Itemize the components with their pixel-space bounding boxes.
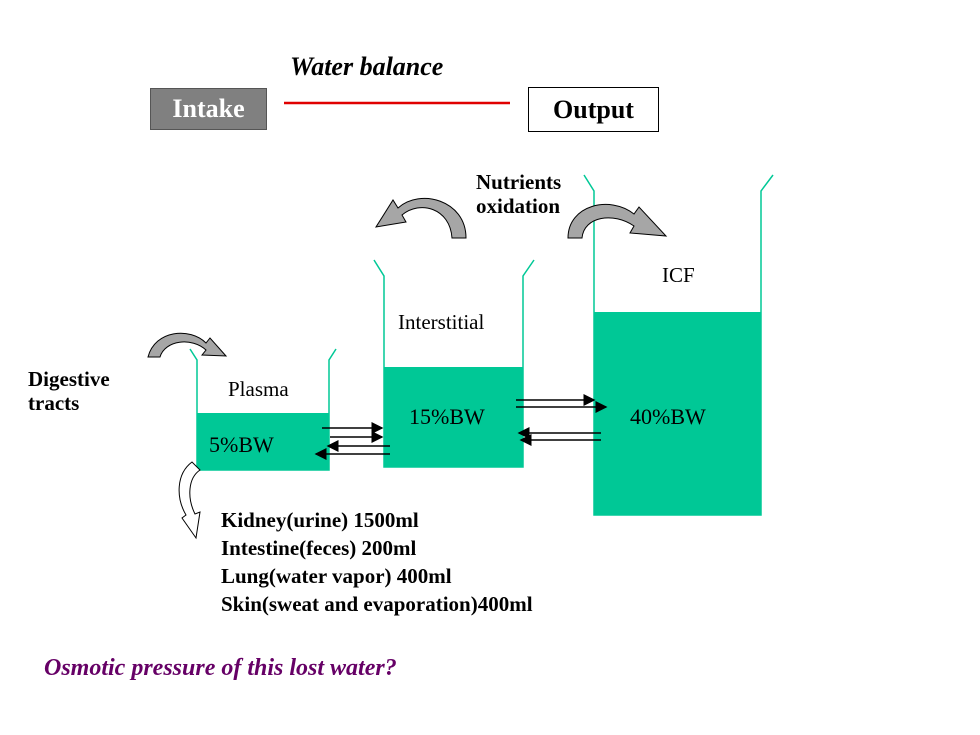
icf-percent: 40%BW [630, 404, 706, 429]
nutrients-oxidation-label: Nutrients oxidation [476, 170, 562, 218]
interstitial-percent: 15%BW [409, 404, 485, 429]
interstitial-beaker [373, 259, 535, 468]
water-loss-list: Kidney(urine) 1500ml Intestine(feces) 20… [221, 506, 533, 618]
output-box: Output [528, 87, 659, 132]
plasma-beaker [189, 348, 337, 471]
interstitial-fluid [384, 367, 523, 467]
intake-box: Intake [150, 88, 267, 130]
plasma-percent: 5%BW [209, 432, 274, 457]
digestive-tracts-label: Digestive tracts [28, 367, 110, 415]
plasma-fluid [197, 413, 329, 470]
osmotic-pressure-question: Osmotic pressure of this lost water? [44, 655, 397, 681]
loss-item-intestine: Intestine(feces) 200ml [221, 536, 417, 560]
curved-arrow-loss-out [178, 461, 201, 540]
loss-item-kidney: Kidney(urine) 1500ml [221, 508, 419, 532]
icf-label: ICF [662, 263, 695, 287]
plasma-label: Plasma [228, 377, 289, 401]
icf-beaker [583, 174, 774, 516]
loss-item-skin: Skin(sweat and evaporation)400ml [221, 592, 533, 616]
curved-arrow-nutrients-in [567, 203, 668, 239]
curved-arrow-digestive-in [147, 332, 228, 358]
water-balance-title: Water balance [290, 52, 444, 81]
icf-fluid [594, 312, 761, 515]
interstitial-label: Interstitial [398, 310, 485, 334]
curved-arrow-interstitial-left [374, 198, 467, 239]
loss-item-lung: Lung(water vapor) 400ml [221, 564, 452, 588]
